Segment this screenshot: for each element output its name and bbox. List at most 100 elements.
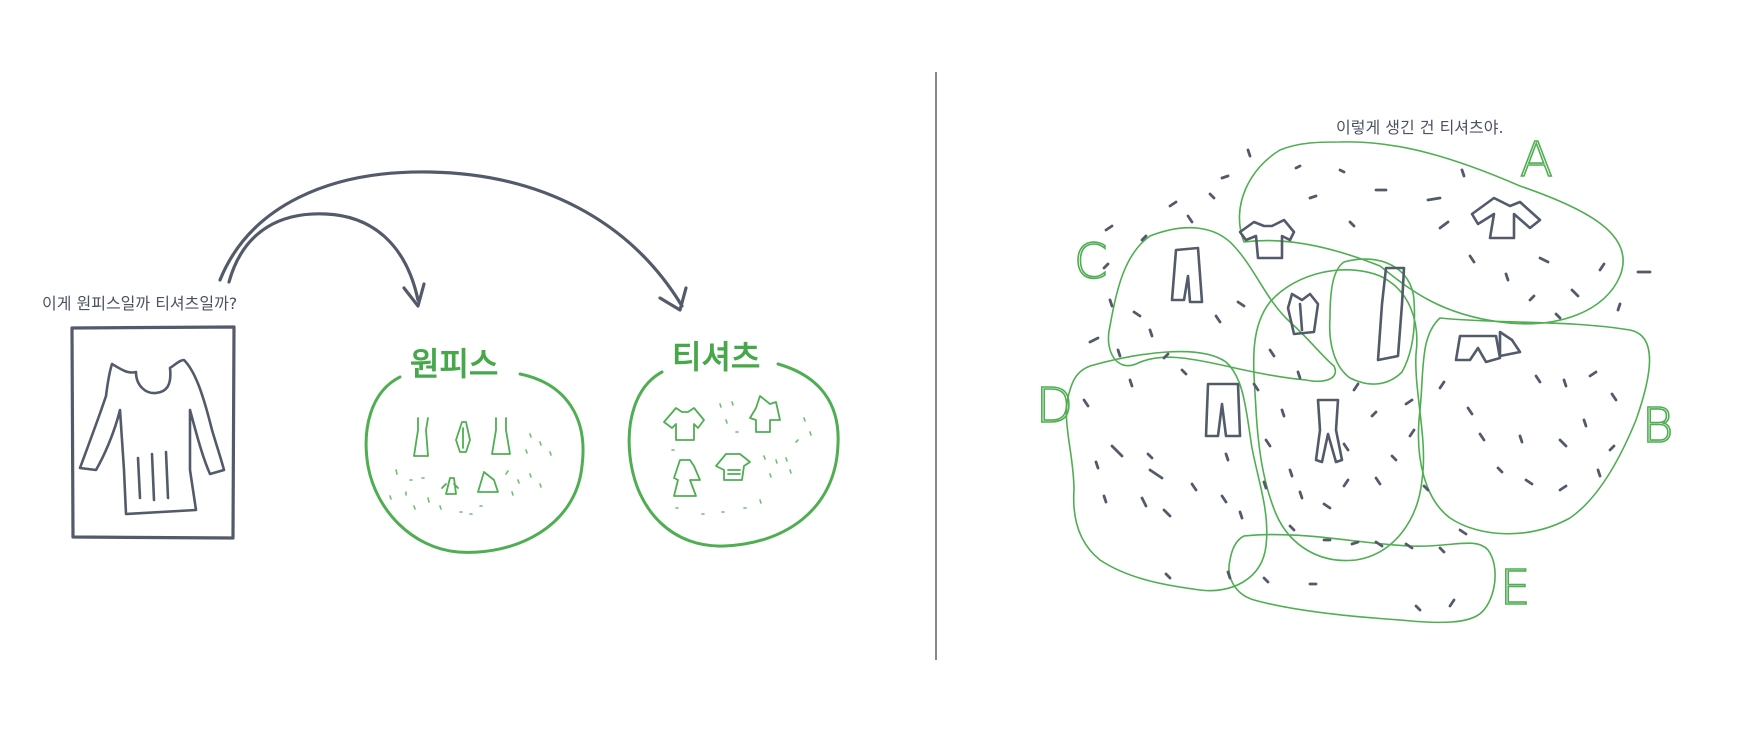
scatter-dash xyxy=(1448,598,1456,608)
dress-icon xyxy=(441,477,459,495)
scatter-dash xyxy=(1110,444,1124,458)
scatter-dash xyxy=(1342,442,1350,452)
scatter-dash xyxy=(1524,478,1534,486)
scatter-dash xyxy=(1224,452,1230,462)
scatter-dash xyxy=(1280,408,1286,418)
pants-icon xyxy=(1170,246,1204,304)
scatter-dash xyxy=(1214,314,1222,324)
scatter-dash xyxy=(1426,196,1442,202)
scatter-dash xyxy=(1518,434,1524,444)
dress-icon xyxy=(413,417,429,457)
scatter-dots xyxy=(389,433,552,515)
tshirt-icon xyxy=(673,459,701,497)
scatter-dash xyxy=(1558,484,1568,492)
scatter-dash xyxy=(1438,220,1450,230)
category-1-label: 원피스 xyxy=(410,345,498,383)
arrow-icon xyxy=(218,170,688,312)
scatter-dash xyxy=(1588,370,1598,378)
scatter-dash xyxy=(1082,398,1090,408)
scatter-dash xyxy=(1562,378,1568,388)
scatter-dash xyxy=(1478,432,1486,442)
scatter-dash xyxy=(1596,468,1602,478)
region-label-A: A xyxy=(1520,132,1553,188)
scatter-dash xyxy=(1088,336,1100,344)
scatter-dash xyxy=(1298,490,1304,500)
scatter-dash xyxy=(1288,524,1296,532)
scatter-dash xyxy=(1288,468,1294,478)
scatter-dash xyxy=(1104,224,1114,232)
region-outline-C xyxy=(1107,226,1337,382)
scatter-dash xyxy=(1496,466,1504,474)
region-outline-E xyxy=(1228,533,1496,624)
scatter-dash xyxy=(1390,454,1398,462)
scatter-dash xyxy=(1102,494,1108,504)
shorts-icon xyxy=(1204,382,1242,438)
scatter-dash xyxy=(1162,508,1172,518)
scatter-dash xyxy=(1186,214,1194,224)
shorts-icon xyxy=(1454,334,1502,364)
pants-icon xyxy=(1314,398,1344,464)
scatter-dash xyxy=(1348,220,1356,228)
scatter-dash xyxy=(1262,480,1268,490)
scatter-dash xyxy=(1322,502,1332,510)
scatter-dash xyxy=(1296,370,1302,380)
scatter-dash xyxy=(1164,572,1172,580)
scatter-dash xyxy=(1094,460,1100,470)
tshirt-icon xyxy=(663,407,705,441)
region-label-D: D xyxy=(1036,378,1073,434)
scatter-dash xyxy=(1246,148,1252,158)
scatter-dash xyxy=(1528,294,1536,302)
scatter-dash xyxy=(1220,494,1228,504)
scatter-dash xyxy=(1538,256,1550,264)
scatter-dash xyxy=(1438,380,1446,390)
jacket-icon xyxy=(1286,292,1320,336)
scatter-dash xyxy=(1342,478,1350,488)
dress-icon xyxy=(477,471,499,493)
arrow-icon xyxy=(227,212,426,308)
scatter-dash xyxy=(1294,164,1302,170)
scatter-dash xyxy=(1238,510,1244,520)
scatter-dash xyxy=(1468,254,1476,264)
category-tshirt-group: 티셔츠 xyxy=(627,338,840,548)
scatter-dash xyxy=(1148,468,1164,480)
scatter-dash xyxy=(1236,300,1246,308)
scatter-dash xyxy=(1268,348,1276,358)
dress-icon xyxy=(1376,266,1406,362)
question-text: 이게 원피스일까 티셔츠일까? xyxy=(42,294,237,313)
scatter-dash xyxy=(1190,482,1198,492)
scatter-dash xyxy=(1132,310,1142,318)
scatter-dash xyxy=(1146,452,1154,460)
scatter-dash xyxy=(1438,546,1446,554)
region-label-C: C xyxy=(1074,234,1108,290)
scatter-dash xyxy=(1558,438,1568,448)
region-outline-B xyxy=(1417,317,1651,535)
scatter-dash xyxy=(1616,302,1622,312)
scatter-dash xyxy=(1466,406,1474,416)
scatter-dash xyxy=(1128,378,1134,388)
scatter-dash xyxy=(1458,528,1468,536)
scatter-dash xyxy=(1374,476,1382,486)
region-outline-A xyxy=(1238,141,1624,325)
scatter-dash xyxy=(1264,438,1272,448)
scatter-dash xyxy=(1582,418,1588,428)
scatter-dash xyxy=(1148,328,1154,338)
tshirt-icon xyxy=(1238,218,1296,260)
category-2-label: 티셔츠 xyxy=(672,338,760,376)
scatter-dash xyxy=(1108,298,1114,308)
region-label-E: E xyxy=(1500,560,1530,616)
scatter-dash xyxy=(1226,570,1232,580)
scatter-dash xyxy=(1102,262,1110,270)
scatter-dash xyxy=(1534,374,1542,384)
scatter-dash xyxy=(1162,352,1170,360)
scatter-dash xyxy=(1570,288,1580,298)
scatter-dash xyxy=(1374,540,1384,548)
scatter-dash xyxy=(1220,174,1230,180)
scatter-dash xyxy=(1208,192,1216,200)
category-dress-group: 원피스 xyxy=(364,345,585,554)
scatter-dash xyxy=(1408,428,1416,438)
jacket-icon xyxy=(1470,196,1542,240)
scatter-dash xyxy=(1404,398,1414,406)
scatter-dash xyxy=(1610,392,1618,402)
scatter-dash xyxy=(1338,168,1346,174)
scatter-dash xyxy=(1308,194,1318,200)
